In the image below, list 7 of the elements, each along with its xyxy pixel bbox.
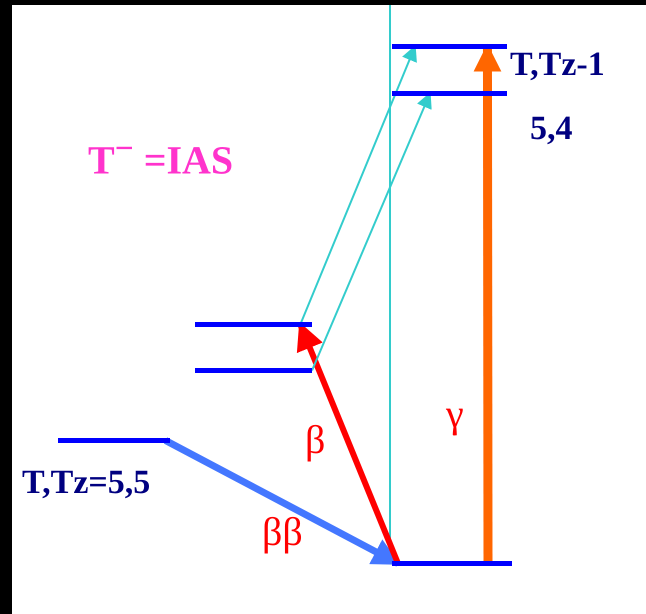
level-label: T,Tz=5,5 (22, 466, 150, 500)
edge-label: γ (446, 394, 464, 434)
edge-label: β (305, 420, 326, 460)
edge-label: ββ (262, 512, 303, 552)
state-label: 5,4 (530, 112, 572, 146)
state-label: T$^{−}$ =IAS (88, 132, 234, 180)
state-label: T,Tz-1 (510, 48, 605, 82)
